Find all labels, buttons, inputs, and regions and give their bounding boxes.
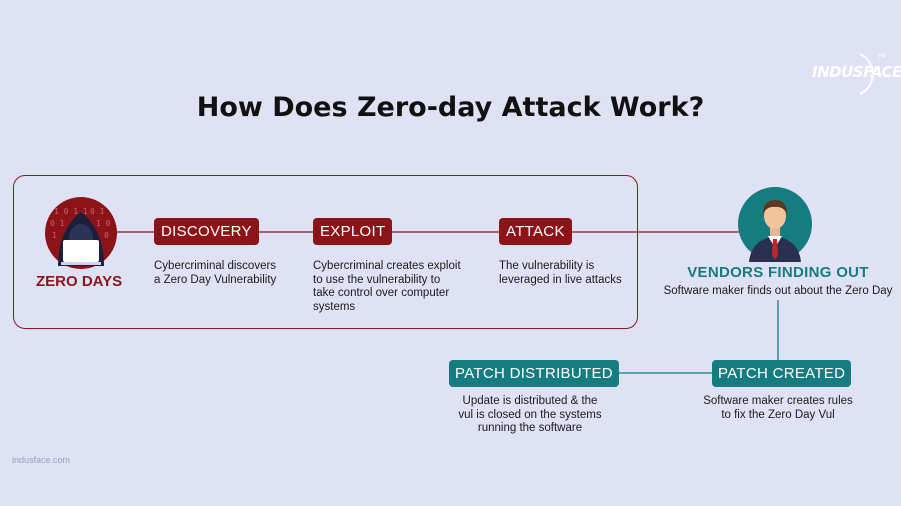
zero-days-label: ZERO DAYS xyxy=(36,273,123,290)
vendors-finding-out-label: VENDORS FINDING OUT xyxy=(687,264,869,281)
attack-description: The vulnerability is leveraged in live a… xyxy=(499,260,622,286)
exploit-description: Cybercriminal creates exploit to use the… xyxy=(313,260,461,313)
svg-text:1 0: 1 0 xyxy=(96,219,111,228)
footer-site-link[interactable]: indusface.com xyxy=(12,455,71,465)
svg-text:TM: TM xyxy=(877,54,885,60)
patch-distributed-badge: PATCH DISTRIBUTED xyxy=(449,360,619,387)
patch-created-badge: PATCH CREATED xyxy=(712,360,852,387)
discovery-badge: DISCOVERY xyxy=(154,218,259,245)
vendor-avatar-icon xyxy=(738,187,812,262)
attack-phase-frame xyxy=(13,175,638,329)
attack-badge: ATTACK xyxy=(499,218,572,245)
patch-distributed-description: Update is distributed & the vul is close… xyxy=(458,395,602,434)
exploit-badge: EXPLOIT xyxy=(313,218,393,245)
hacker-avatar-icon: 1 0 1 1 0 1 0 1 1 0 1 0 xyxy=(45,197,117,269)
svg-text:1 0 1 1: 1 0 1 1 xyxy=(54,207,88,216)
svg-text:1: 1 xyxy=(52,231,57,240)
discovery-description: Cybercriminal discovers a Zero Day Vulne… xyxy=(154,260,277,286)
page-title: How Does Zero-day Attack Work? xyxy=(196,92,705,123)
svg-text:0 1: 0 1 xyxy=(90,207,105,216)
patch-created-description: Software maker creates rules to fix the … xyxy=(703,395,853,421)
vendors-description: Software maker finds out about the Zero … xyxy=(663,285,893,297)
svg-text:0: 0 xyxy=(104,231,109,240)
brand-logo-text: INDUSFACE xyxy=(812,63,901,81)
svg-text:0 1: 0 1 xyxy=(50,219,65,228)
indusface-logo-icon: TM xyxy=(859,53,885,95)
